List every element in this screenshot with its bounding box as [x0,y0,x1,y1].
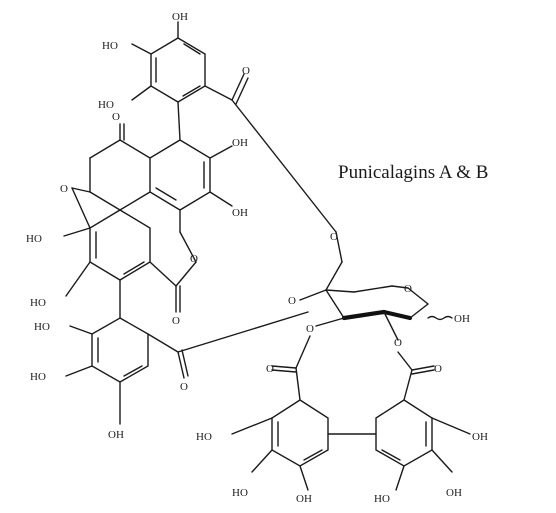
glucose-ring [299,231,453,341]
ho-label: HO [26,233,42,245]
o-label: O [112,111,120,123]
oh-label: OH [232,207,248,219]
oh-label: OH [172,11,188,23]
o-label: O [172,315,180,327]
o-label: O [434,363,442,375]
oh-label: OH [472,431,488,443]
o-label: O [190,253,198,265]
ho-label: HO [98,99,114,111]
o-label: O [60,183,68,195]
ho-label: HO [102,40,118,52]
diagram-title: Punicalagins A & B [338,162,488,183]
o-label: O [404,283,412,295]
o-label: O [180,381,188,393]
ellagic-core [63,123,233,319]
top-galloyl-ring [131,21,337,233]
oh-label: OH [454,313,470,325]
bottom-left-galloyl-ring [65,311,309,425]
o-label: O [288,295,296,307]
ho-label: HO [232,487,248,499]
o-label: O [394,337,402,349]
o-label: O [306,323,314,335]
oh-label: OH [108,429,124,441]
o-label: O [266,363,274,375]
oh-label: OH [232,137,248,149]
o-label: O [330,231,338,243]
oh-label: OH [446,487,462,499]
bottom-hhdp-unit [231,335,471,491]
ho-label: HO [30,297,46,309]
ho-label: HO [196,431,212,443]
ho-label: HO [34,321,50,333]
ho-label: HO [374,493,390,505]
oh-label: OH [296,493,312,505]
ho-label: HO [30,371,46,383]
o-label: O [242,65,250,77]
